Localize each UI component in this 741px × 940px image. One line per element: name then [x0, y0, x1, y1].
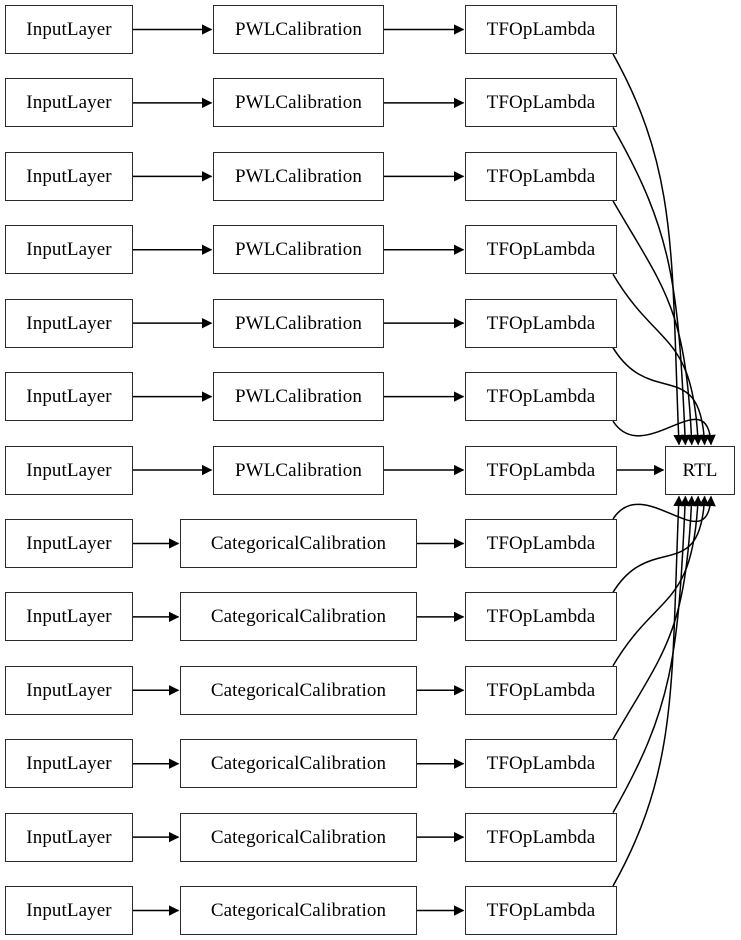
node-tfoplambda-1-label: TFOpLambda [486, 19, 596, 40]
node-input-layer-2[interactable]: InputLayer [5, 78, 133, 128]
node-tfoplambda-12-label: TFOpLambda [486, 826, 596, 848]
node-pwl-calibration-7[interactable]: PWLCalibration [213, 445, 384, 495]
node-tfoplambda-13-label: TFOpLambda [486, 900, 596, 922]
node-pwl-calibration-5-label: PWLCalibration [235, 312, 362, 334]
edge-tfoplambda-to-rtl-6 [612, 418, 716, 446]
node-tfoplambda-11[interactable]: TFOpLambda [465, 739, 617, 789]
node-categorical-calibration-8[interactable]: CategoricalCalibration [180, 518, 417, 568]
node-input-layer-1[interactable]: InputLayer [5, 5, 133, 54]
edge-tfoplambda-to-rtl-3 [612, 200, 697, 446]
node-categorical-calibration-13[interactable]: CategoricalCalibration [180, 886, 417, 936]
node-pwl-calibration-6-label: PWLCalibration [235, 386, 362, 408]
node-input-layer-7-label: InputLayer [26, 459, 112, 481]
node-categorical-calibration-13-label: CategoricalCalibration [210, 900, 387, 922]
node-tfoplambda-2[interactable]: TFOpLambda [465, 78, 617, 128]
node-tfoplambda-13[interactable]: TFOpLambda [465, 886, 617, 936]
node-pwl-calibration-5[interactable]: PWLCalibration [213, 298, 384, 348]
edge-tfoplambda-to-rtl-8 [612, 495, 716, 523]
node-tfoplambda-4[interactable]: TFOpLambda [465, 225, 617, 275]
node-input-layer-2-label: InputLayer [26, 92, 112, 114]
edge-tfoplambda-to-rtl-1 [612, 53, 684, 446]
node-tfoplambda-8[interactable]: TFOpLambda [465, 518, 617, 568]
node-tfoplambda-10-label: TFOpLambda [486, 679, 596, 701]
node-tfoplambda-6-label: TFOpLambda [486, 386, 596, 408]
node-input-layer-4[interactable]: InputLayer [5, 225, 133, 275]
edge-tfoplambda-to-rtl-11 [612, 495, 697, 740]
node-pwl-calibration-1-label: PWLCalibration [235, 19, 362, 40]
node-categorical-calibration-11[interactable]: CategoricalCalibration [180, 739, 417, 789]
node-input-layer-11[interactable]: InputLayer [5, 739, 133, 789]
node-pwl-calibration-1[interactable]: PWLCalibration [213, 5, 384, 54]
node-tfoplambda-11-label: TFOpLambda [486, 753, 596, 775]
node-categorical-calibration-9[interactable]: CategoricalCalibration [180, 592, 417, 642]
node-categorical-calibration-10-label: CategoricalCalibration [210, 679, 387, 701]
node-categorical-calibration-8-label: CategoricalCalibration [210, 532, 387, 554]
node-tfoplambda-7-label: TFOpLambda [486, 459, 596, 481]
node-input-layer-8-label: InputLayer [26, 532, 112, 554]
node-pwl-calibration-3-label: PWLCalibration [235, 165, 362, 187]
node-tfoplambda-7[interactable]: TFOpLambda [465, 445, 617, 495]
node-input-layer-6-label: InputLayer [26, 386, 112, 408]
node-tfoplambda-8-label: TFOpLambda [486, 532, 596, 554]
node-categorical-calibration-11-label: CategoricalCalibration [210, 753, 387, 775]
edge-tfoplambda-to-rtl-2 [612, 127, 691, 446]
node-tfoplambda-3-label: TFOpLambda [486, 165, 596, 187]
edge-tfoplambda-to-rtl-9 [612, 495, 710, 593]
node-input-layer-13[interactable]: InputLayer [5, 886, 133, 936]
node-tfoplambda-9[interactable]: TFOpLambda [465, 592, 617, 642]
node-input-layer-3-label: InputLayer [26, 165, 112, 187]
node-input-layer-7[interactable]: InputLayer [5, 445, 133, 495]
node-input-layer-11-label: InputLayer [26, 753, 112, 775]
node-input-layer-13-label: InputLayer [26, 900, 112, 922]
node-input-layer-10-label: InputLayer [26, 679, 112, 701]
node-input-layer-4-label: InputLayer [26, 239, 112, 261]
edge-tfoplambda-to-rtl-12 [612, 495, 691, 813]
node-tfoplambda-2-label: TFOpLambda [486, 92, 596, 114]
node-categorical-calibration-10[interactable]: CategoricalCalibration [180, 665, 417, 715]
edge-tfoplambda-to-rtl-10 [612, 495, 704, 667]
edge-tfoplambda-to-rtl-4 [612, 273, 704, 446]
node-categorical-calibration-9-label: CategoricalCalibration [210, 606, 387, 628]
node-tfoplambda-3[interactable]: TFOpLambda [465, 151, 617, 201]
node-input-layer-8[interactable]: InputLayer [5, 518, 133, 568]
node-pwl-calibration-4-label: PWLCalibration [235, 239, 362, 261]
node-input-layer-9-label: InputLayer [26, 606, 112, 628]
node-pwl-calibration-6[interactable]: PWLCalibration [213, 372, 384, 422]
node-tfoplambda-4-label: TFOpLambda [486, 239, 596, 261]
node-tfoplambda-5[interactable]: TFOpLambda [465, 298, 617, 348]
node-tfoplambda-6[interactable]: TFOpLambda [465, 372, 617, 422]
node-tfoplambda-9-label: TFOpLambda [486, 606, 596, 628]
node-input-layer-10[interactable]: InputLayer [5, 665, 133, 715]
node-input-layer-12-label: InputLayer [26, 826, 112, 848]
node-tfoplambda-10[interactable]: TFOpLambda [465, 665, 617, 715]
node-pwl-calibration-2-label: PWLCalibration [235, 92, 362, 114]
node-input-layer-9[interactable]: InputLayer [5, 592, 133, 642]
node-input-layer-6[interactable]: InputLayer [5, 372, 133, 422]
node-tfoplambda-1[interactable]: TFOpLambda [465, 5, 617, 54]
node-pwl-calibration-4[interactable]: PWLCalibration [213, 225, 384, 275]
node-input-layer-5-label: InputLayer [26, 312, 112, 334]
node-input-layer-1-label: InputLayer [26, 19, 112, 40]
node-input-layer-3[interactable]: InputLayer [5, 151, 133, 201]
node-pwl-calibration-3[interactable]: PWLCalibration [213, 151, 384, 201]
node-pwl-calibration-2[interactable]: PWLCalibration [213, 78, 384, 128]
edge-tfoplambda-to-rtl-5 [612, 347, 710, 446]
node-rtl[interactable]: RTL [665, 446, 735, 495]
node-categorical-calibration-12-label: CategoricalCalibration [210, 826, 387, 848]
node-rtl-label: RTL [682, 460, 718, 481]
node-pwl-calibration-7-label: PWLCalibration [235, 459, 362, 481]
node-categorical-calibration-12[interactable]: CategoricalCalibration [180, 812, 417, 862]
node-input-layer-5[interactable]: InputLayer [5, 298, 133, 348]
edge-tfoplambda-to-rtl-13 [612, 495, 684, 887]
node-tfoplambda-5-label: TFOpLambda [486, 312, 596, 334]
node-input-layer-12[interactable]: InputLayer [5, 812, 133, 862]
node-tfoplambda-12[interactable]: TFOpLambda [465, 812, 617, 862]
